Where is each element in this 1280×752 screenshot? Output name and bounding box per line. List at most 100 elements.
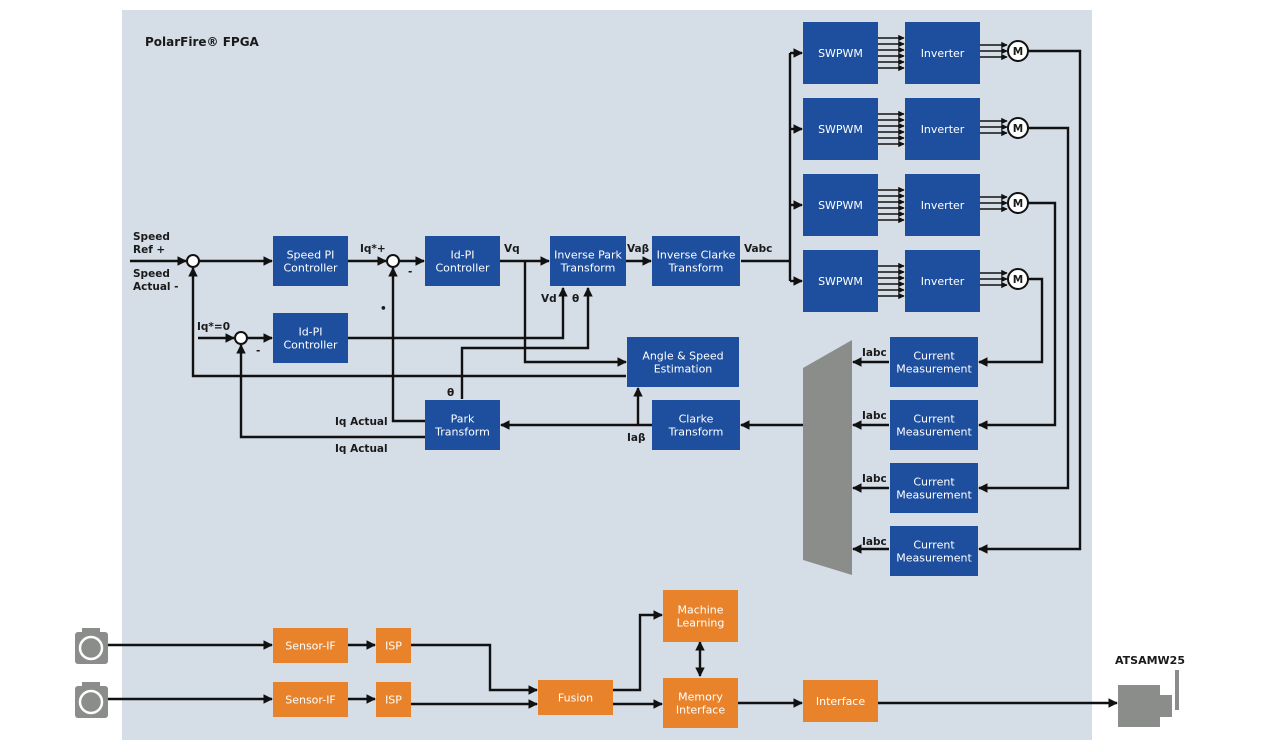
block-label: Inverter: [921, 47, 965, 60]
block-label: Measurement: [896, 426, 972, 439]
theta-label: θ: [447, 387, 454, 399]
summing-junction-iq: [386, 254, 400, 268]
inverter4-block: Inverter: [905, 250, 980, 312]
isp2-block: ISP: [376, 682, 411, 717]
motor-icon: M: [1007, 117, 1029, 139]
block-label: Current: [913, 350, 955, 363]
pwm-wires: [878, 34, 1008, 300]
block-label: Id-PI: [450, 249, 474, 262]
block-label: SWPWM: [818, 199, 863, 212]
inverter1-block: Inverter: [905, 22, 980, 84]
block-label: Fusion: [558, 692, 593, 705]
block-label: Interface: [676, 704, 725, 717]
block-label: Inverse Park: [554, 249, 622, 262]
vq-label: Vq: [504, 243, 520, 255]
motor-label: M: [1013, 274, 1023, 286]
iabc-label: Iabc: [862, 347, 887, 359]
swpwm2-block: SWPWM: [803, 98, 878, 160]
camera-icon: [75, 628, 108, 664]
speed-actual-label: Actual -: [133, 281, 179, 293]
block-label: Transform: [668, 262, 724, 275]
block-label: Transform: [668, 426, 724, 439]
interface-block: Interface: [803, 680, 878, 722]
block-label: Estimation: [654, 363, 713, 376]
swpwm4-block: SWPWM: [803, 250, 878, 312]
block-label: ISP: [385, 640, 402, 653]
vab-label: Vaβ: [627, 243, 650, 255]
sensor-if1-block: Sensor-IF: [273, 628, 348, 663]
block-label: Sensor-IF: [285, 694, 336, 707]
block-label: Current: [913, 539, 955, 552]
block-label: Current: [913, 476, 955, 489]
block-label: Id-PI: [298, 326, 322, 339]
block-label: Measurement: [896, 552, 972, 565]
motor-label: M: [1013, 46, 1023, 58]
speed-ref-label: Ref +: [133, 244, 165, 256]
block-label: Controller: [283, 262, 338, 275]
motor-icon: M: [1007, 40, 1029, 62]
block-label: Machine: [677, 604, 723, 617]
iq-actual-label: Iq Actual: [335, 416, 388, 428]
iabc-label: Iabc: [862, 473, 887, 485]
iq-actual-label: Iq Actual: [335, 443, 388, 455]
motor-icon: M: [1007, 192, 1029, 214]
iabc-label: Iabc: [862, 536, 887, 548]
vd-label: Vd: [541, 293, 557, 305]
signal-labels: Speed Ref + Speed Actual - Iq*+ - • Vq V…: [133, 231, 887, 548]
camera-icon: [75, 682, 108, 718]
block-label: SWPWM: [818, 123, 863, 136]
summing-junction-id: [234, 331, 248, 345]
block-label: ISP: [385, 694, 402, 707]
block-label: Transform: [560, 262, 616, 275]
wifi-module-label: ATSAMW25: [1115, 654, 1185, 667]
block-label: Sensor-IF: [285, 640, 336, 653]
block-label: Measurement: [896, 363, 972, 376]
isp1-block: ISP: [376, 628, 411, 663]
block-label: Measurement: [896, 489, 972, 502]
id-ref-label: Iq*=0: [197, 321, 230, 333]
motor-label: M: [1013, 123, 1023, 135]
multiplexer: [803, 340, 852, 575]
speed-ref-label: Speed: [133, 231, 170, 243]
motor-label: M: [1013, 198, 1023, 210]
block-label: Clarke: [679, 413, 714, 426]
block-label: SWPWM: [818, 47, 863, 60]
iq-ref-label: Iq*+: [360, 243, 386, 255]
block-label: Inverter: [921, 275, 965, 288]
block-label: Controller: [283, 339, 338, 352]
sensor-if2-block: Sensor-IF: [273, 682, 348, 717]
inverter2-block: Inverter: [905, 98, 980, 160]
block-label: Park: [451, 413, 475, 426]
vabc-label: Vabc: [744, 243, 772, 255]
block-label: Angle & Speed: [642, 350, 723, 363]
speed-actual-label: Speed: [133, 268, 170, 280]
summing-junction-speed: [186, 254, 200, 268]
block-label: Inverter: [921, 199, 965, 212]
block-label: Speed PI: [287, 249, 335, 262]
block-label: Current: [913, 413, 955, 426]
block-label: Interface: [816, 695, 865, 708]
block-label: SWPWM: [818, 275, 863, 288]
fusion-block: Fusion: [538, 680, 613, 715]
iab-label: Iaβ: [627, 432, 646, 444]
iabc-label: Iabc: [862, 410, 887, 422]
theta-label: θ: [572, 293, 579, 305]
block-label: Inverter: [921, 123, 965, 136]
inverter3-block: Inverter: [905, 174, 980, 236]
swpwm1-block: SWPWM: [803, 22, 878, 84]
block-label: Memory: [678, 691, 723, 704]
